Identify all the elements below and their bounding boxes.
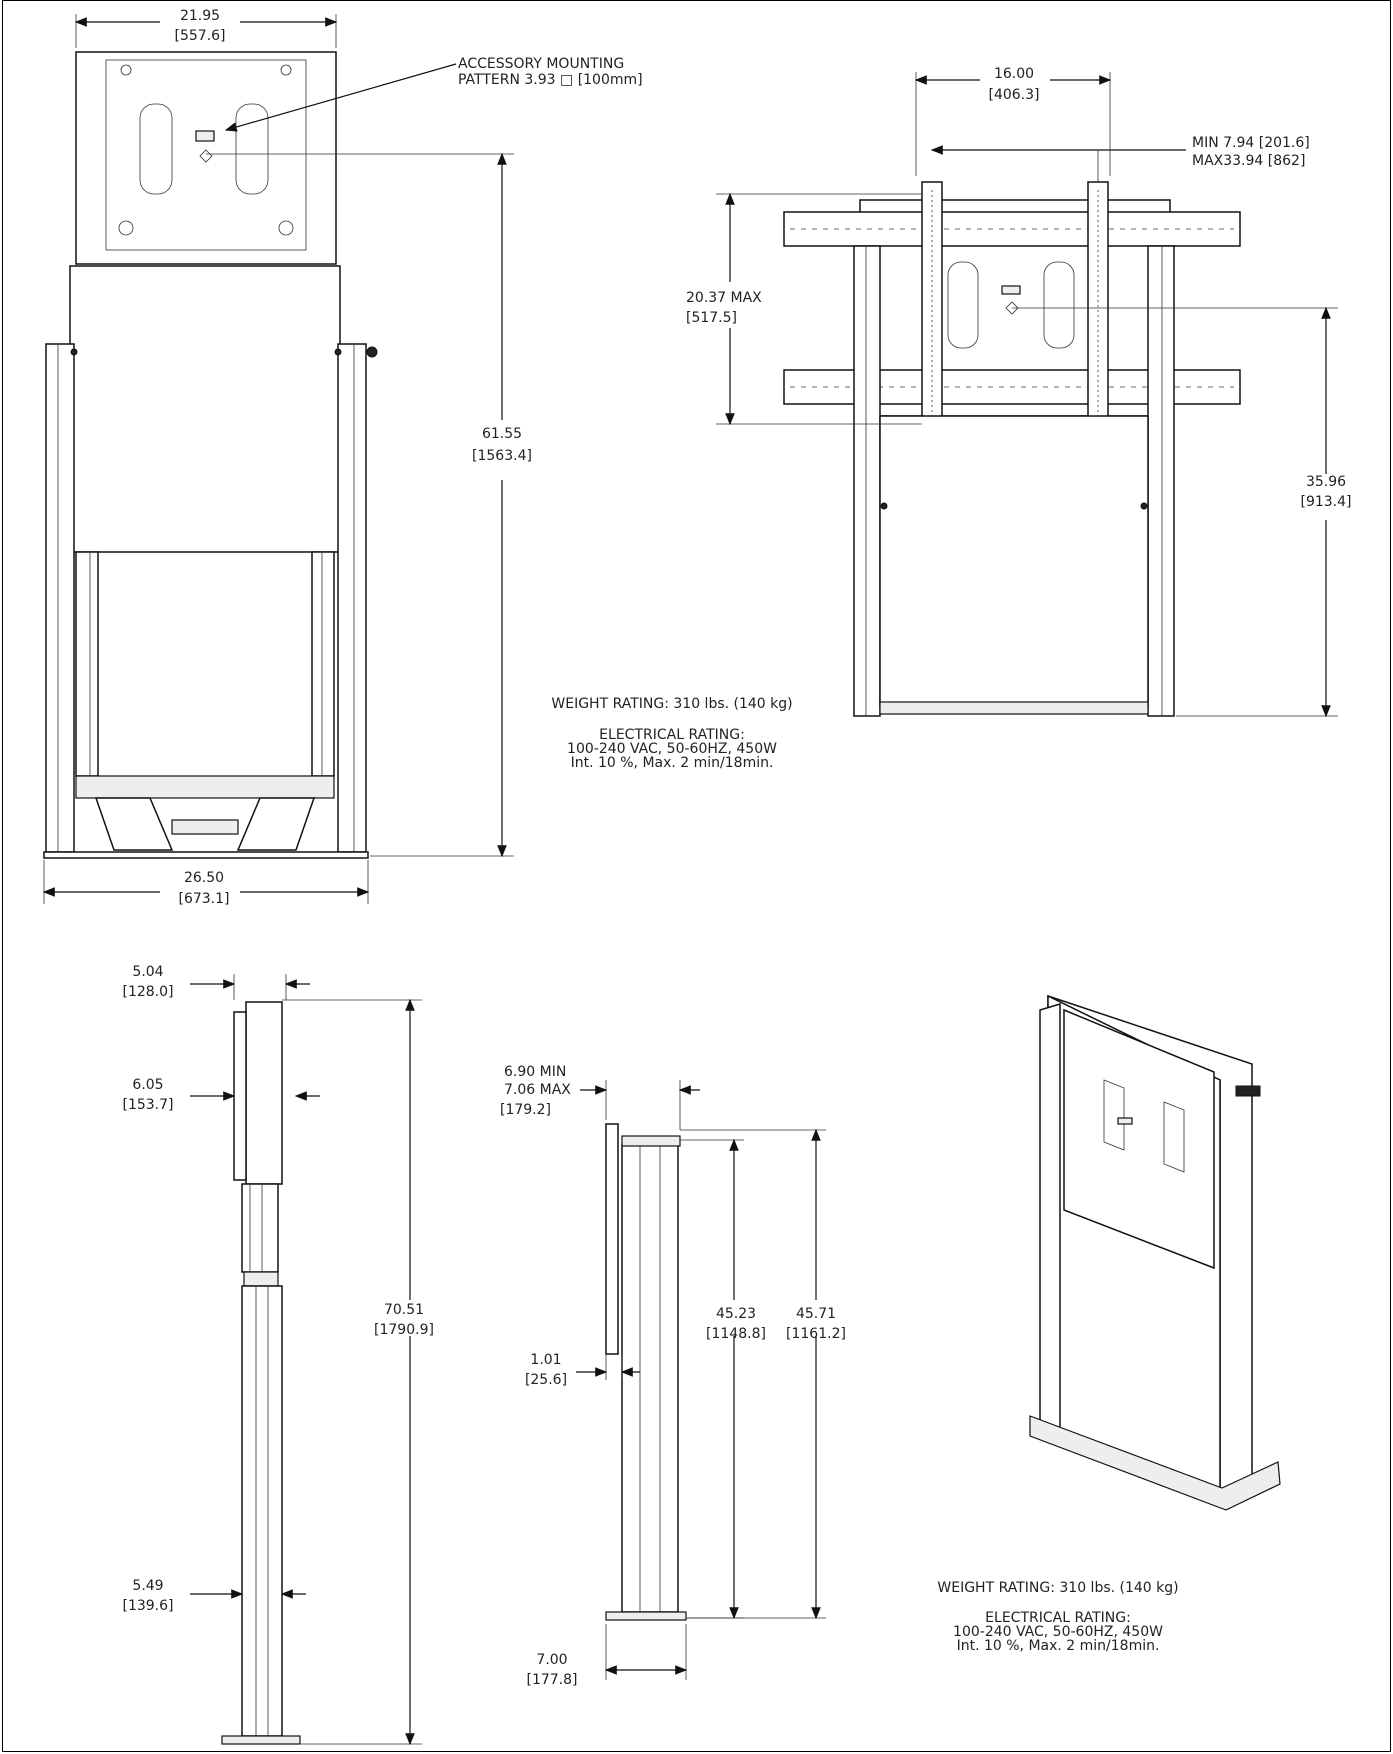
ratings-notes-bottom: WEIGHT RATING: 310 lbs. (140 kg) ELECTRI… [937, 1580, 1178, 1654]
front-dimensions: 21.95 [557.6] 26.50 [673.1] 61.55 [1563.… [42, 8, 643, 907]
front-width-metric: [557.6] [174, 28, 225, 44]
electrical-rating-2-3: Int. 10 %, Max. 2 min/18min. [957, 1638, 1160, 1654]
side2-depth-max: 7.06 MAX [504, 1082, 571, 1098]
front-height-value: 61.55 [482, 426, 522, 442]
side2-depth-metric: [179.2] [500, 1102, 551, 1118]
rear-view [783, 181, 1241, 717]
side2-base-metric: [177.8] [526, 1672, 577, 1688]
side-height-metric: [1790.9] [374, 1322, 434, 1338]
side-view-raised [221, 1001, 301, 1745]
rear-lift-metric: [913.4] [1300, 494, 1351, 510]
rear-minmax-1: MIN 7.94 [201.6] [1192, 135, 1310, 151]
front-base-width-value: 26.50 [184, 870, 224, 886]
accessory-label-1: ACCESSORY MOUNTING [458, 56, 624, 72]
electrical-rating-2-1: ELECTRICAL RATING: [985, 1610, 1131, 1626]
weight-rating-2: WEIGHT RATING: 310 lbs. (140 kg) [937, 1580, 1178, 1596]
ratings-notes-top: WEIGHT RATING: 310 lbs. (140 kg) ELECTRI… [551, 696, 792, 771]
weight-rating: WEIGHT RATING: 310 lbs. (140 kg) [551, 696, 792, 712]
side2-height-1-value: 45.23 [716, 1306, 756, 1322]
rear-height-value: 20.37 MAX [686, 290, 762, 306]
side2-small-metric: [25.6] [525, 1372, 567, 1388]
electrical-rating-3: Int. 10 %, Max. 2 min/18min. [571, 755, 774, 771]
front-view [43, 51, 378, 859]
side-depth-top-metric: [128.0] [122, 984, 173, 1000]
side2-height-2-metric: [1161.2] [786, 1326, 846, 1342]
electrical-rating-1: ELECTRICAL RATING: [599, 727, 745, 743]
side-depth-top-value: 5.04 [132, 964, 163, 980]
isometric-view [1029, 994, 1281, 1511]
side2-depth-min: 6.90 MIN [504, 1064, 566, 1080]
side-base-value: 5.49 [132, 1578, 163, 1594]
front-width-value: 21.95 [180, 8, 220, 24]
side2-base-value: 7.00 [536, 1652, 567, 1668]
rear-width-metric: [406.3] [988, 87, 1039, 103]
rear-dimensions: 16.00 [406.3] MIN 7.94 [201.6] MAX33.94 … [686, 66, 1352, 718]
rear-width-value: 16.00 [994, 66, 1034, 82]
side2-height-1-metric: [1148.8] [706, 1326, 766, 1342]
side-view-raised-dimensions: 5.04 [128.0] 6.05 [153.7] 70.51 [1790.9]… [122, 964, 434, 1746]
front-base-width-metric: [673.1] [178, 891, 229, 907]
accessory-label-2: PATTERN 3.93 □ [100mm] [458, 72, 643, 88]
rear-lift-value: 35.96 [1306, 474, 1346, 490]
side-view-lowered [605, 1123, 687, 1621]
side-base-metric: [139.6] [122, 1598, 173, 1614]
side2-small-value: 1.01 [530, 1352, 561, 1368]
side-depth-mid-value: 6.05 [132, 1077, 163, 1093]
side-view-lowered-dimensions: 6.90 MIN 7.06 MAX [179.2] 45.23 [1148.8]… [500, 1064, 846, 1688]
side2-height-2-value: 45.71 [796, 1306, 836, 1322]
rear-height-metric: [517.5] [686, 310, 737, 326]
rear-minmax-2: MAX33.94 [862] [1192, 153, 1305, 169]
side-height-value: 70.51 [384, 1302, 424, 1318]
front-height-metric: [1563.4] [472, 448, 532, 464]
electrical-rating-2: 100-240 VAC, 50-60HZ, 450W [567, 741, 777, 757]
electrical-rating-2-2: 100-240 VAC, 50-60HZ, 450W [953, 1624, 1163, 1640]
side-depth-mid-metric: [153.7] [122, 1097, 173, 1113]
